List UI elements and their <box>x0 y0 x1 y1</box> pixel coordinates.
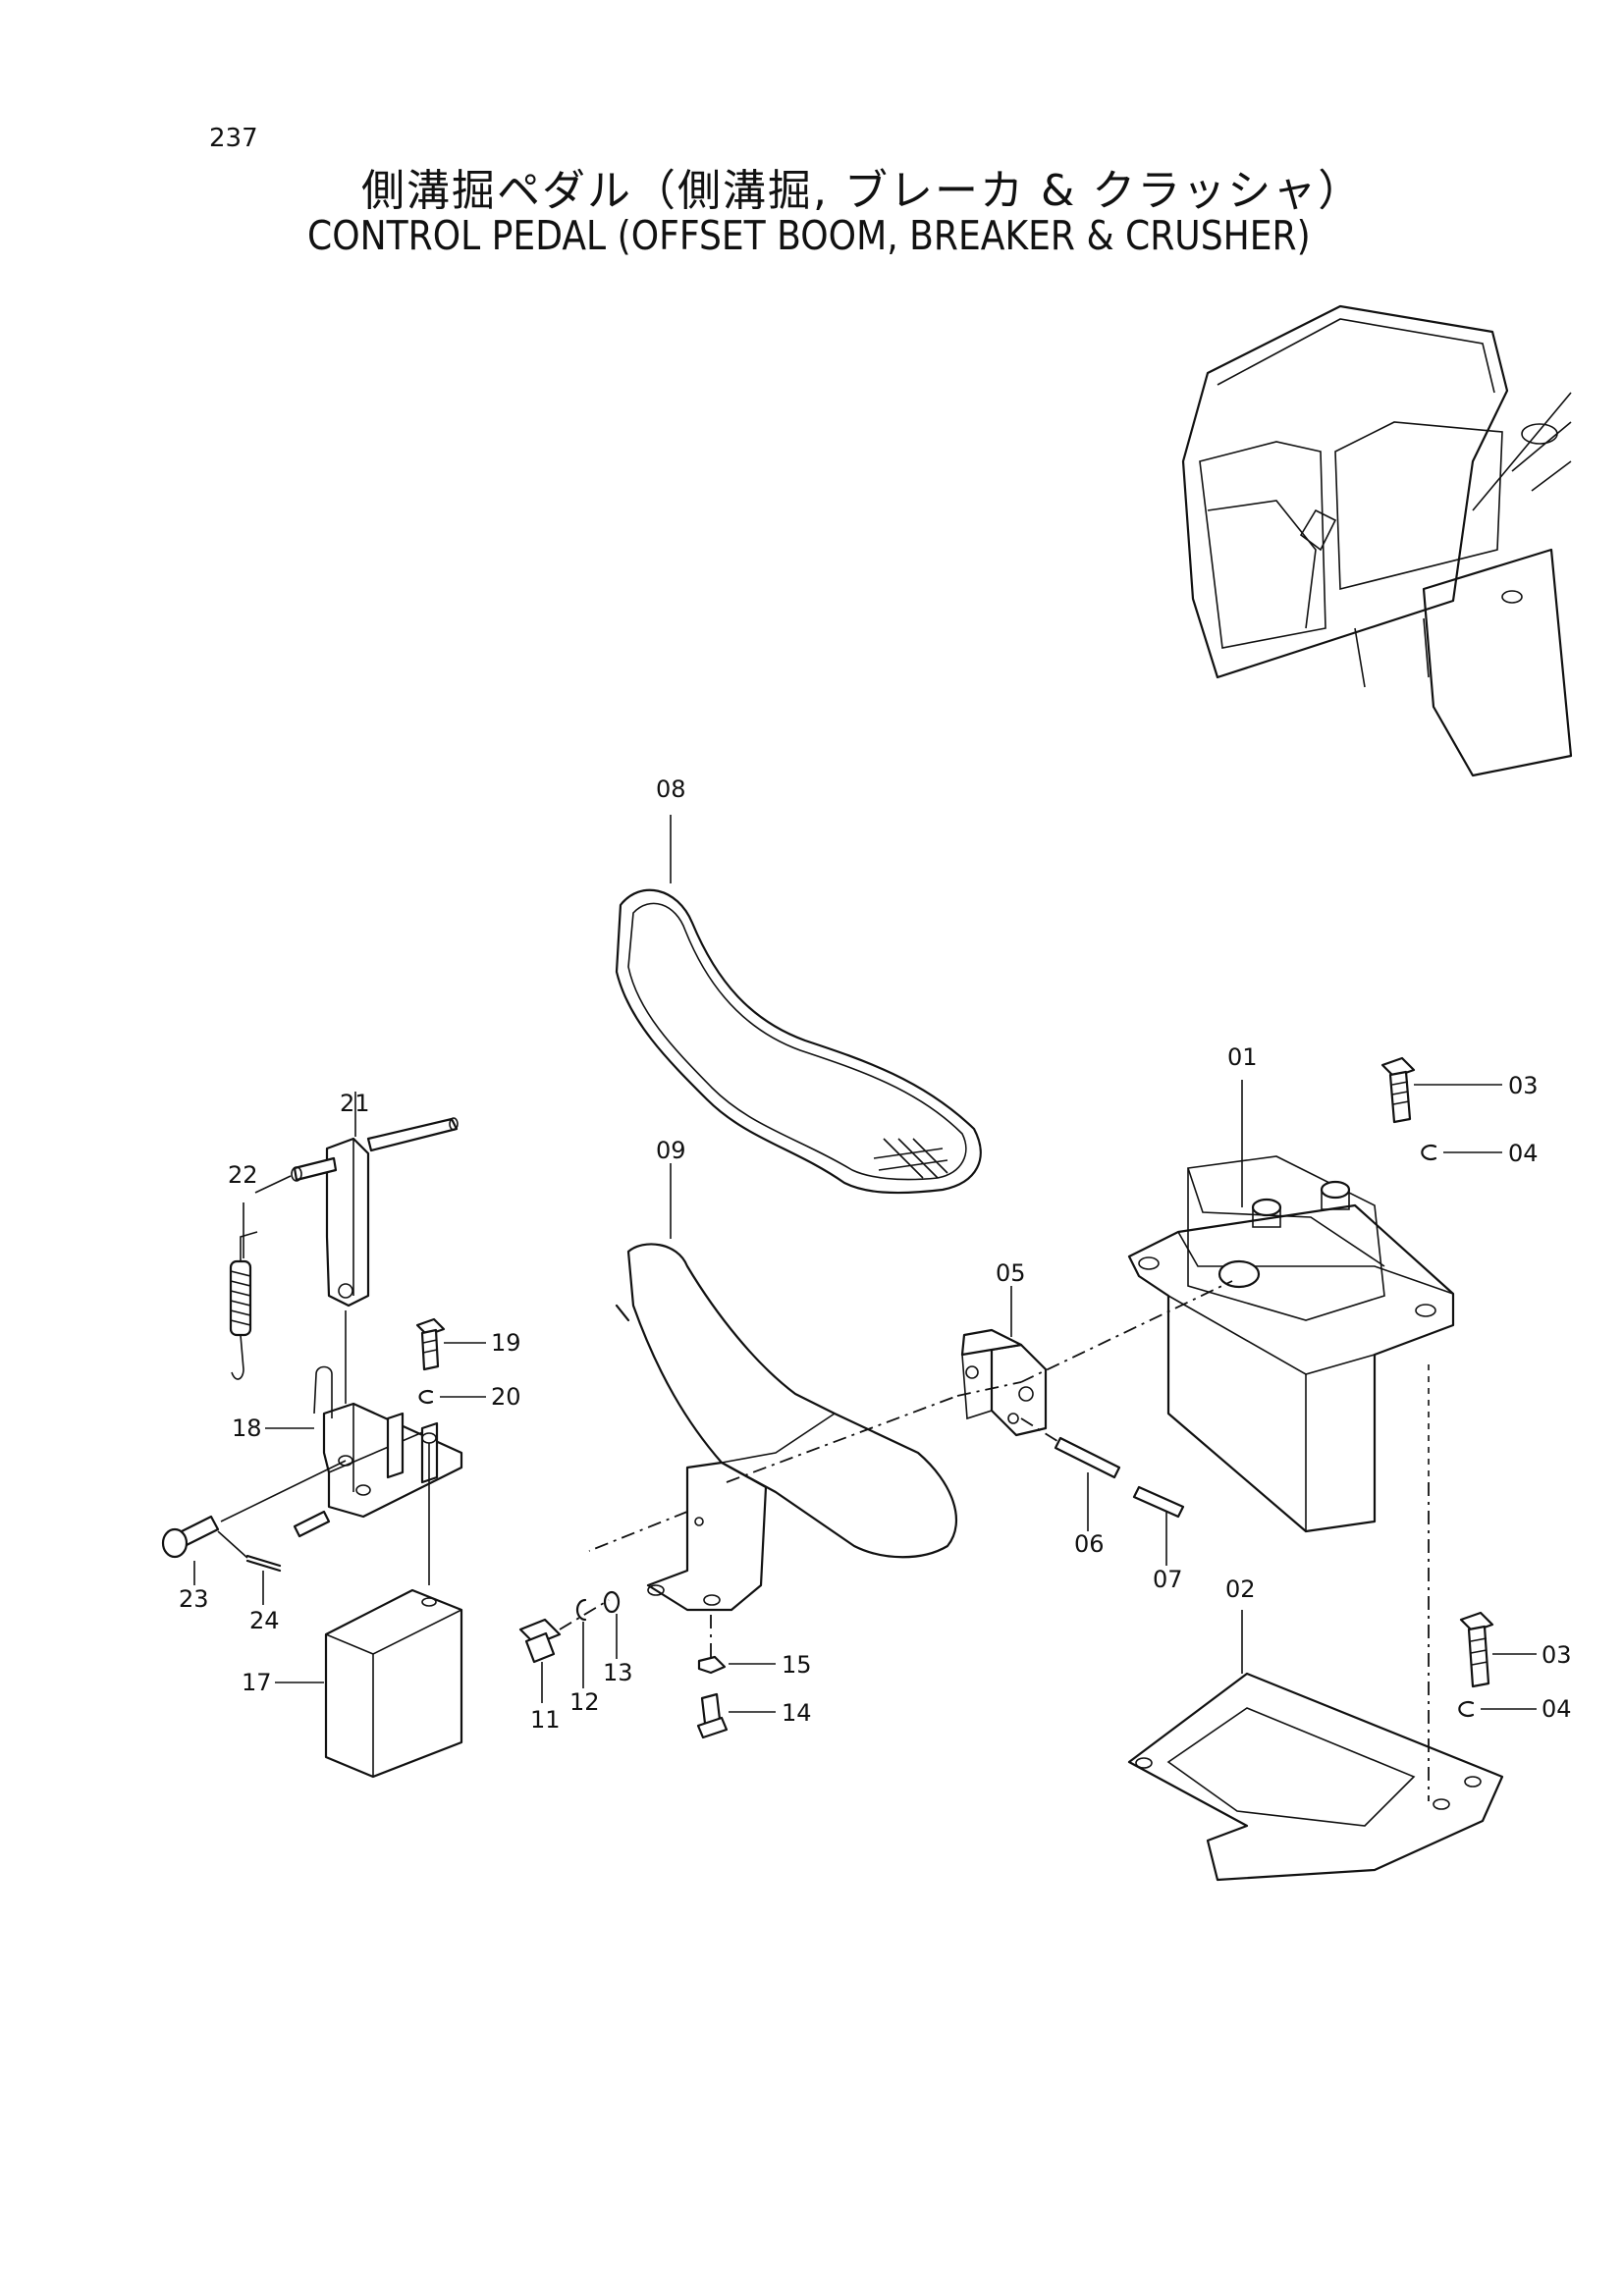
cotter-pin-24 <box>245 1554 282 1573</box>
callout-04-lower: 04 <box>1542 1695 1572 1723</box>
callout-14: 14 <box>782 1699 812 1727</box>
callout-09: 09 <box>656 1137 686 1164</box>
washer-04-upper <box>1421 1144 1437 1161</box>
excavator-cab-inset <box>1181 304 1573 777</box>
title-english: CONTROL PEDAL (OFFSET BOOM, BREAKER & CR… <box>307 212 1311 259</box>
nut-15 <box>697 1655 727 1675</box>
page-number: 237 <box>209 124 258 153</box>
callout-12: 12 <box>569 1688 600 1716</box>
callout-18: 18 <box>232 1415 262 1442</box>
bolt-03-upper <box>1380 1056 1416 1124</box>
pedal-bracket-09 <box>615 1243 957 1612</box>
washer-13 <box>603 1590 621 1614</box>
pin-07 <box>1132 1485 1185 1519</box>
pin-06 <box>1054 1436 1121 1479</box>
callout-04-upper: 04 <box>1508 1140 1539 1167</box>
bolt-19 <box>415 1317 446 1371</box>
callout-08: 08 <box>656 775 686 803</box>
spring-22 <box>229 1175 292 1380</box>
bracket-18 <box>293 1365 463 1538</box>
washer-20 <box>418 1389 434 1405</box>
callout-07: 07 <box>1153 1566 1183 1593</box>
callout-17: 17 <box>242 1669 272 1696</box>
callout-24: 24 <box>249 1607 280 1634</box>
mounting-plate-02 <box>1127 1672 1504 1882</box>
callout-03-upper: 03 <box>1508 1072 1539 1099</box>
washer-12 <box>575 1598 587 1622</box>
callout-03-lower: 03 <box>1542 1641 1572 1669</box>
callout-05: 05 <box>996 1259 1026 1287</box>
callout-11: 11 <box>530 1706 561 1734</box>
callout-15: 15 <box>782 1651 812 1679</box>
bolt-03-lower <box>1459 1611 1494 1688</box>
callout-06: 06 <box>1074 1530 1105 1558</box>
callout-22: 22 <box>228 1161 258 1189</box>
pedal-pad-08 <box>615 888 982 1195</box>
pin-23 <box>161 1515 220 1559</box>
callout-19: 19 <box>491 1329 521 1357</box>
callout-20: 20 <box>491 1383 521 1411</box>
washer-04-lower <box>1458 1700 1475 1718</box>
block-05 <box>960 1328 1048 1437</box>
callout-01: 01 <box>1227 1043 1258 1071</box>
pilot-valve-01 <box>1127 1155 1455 1533</box>
callout-02: 02 <box>1225 1575 1256 1603</box>
block-17 <box>324 1588 463 1779</box>
bolt-11 <box>518 1618 562 1664</box>
title-japanese: 側溝掘ペダル（側溝掘, ブレーカ & クラッシャ） <box>361 166 1364 216</box>
bolt-14 <box>696 1692 729 1739</box>
lever-21 <box>291 1117 459 1308</box>
callout-23: 23 <box>179 1585 209 1613</box>
callout-21: 21 <box>340 1090 370 1117</box>
callout-13: 13 <box>603 1659 633 1686</box>
